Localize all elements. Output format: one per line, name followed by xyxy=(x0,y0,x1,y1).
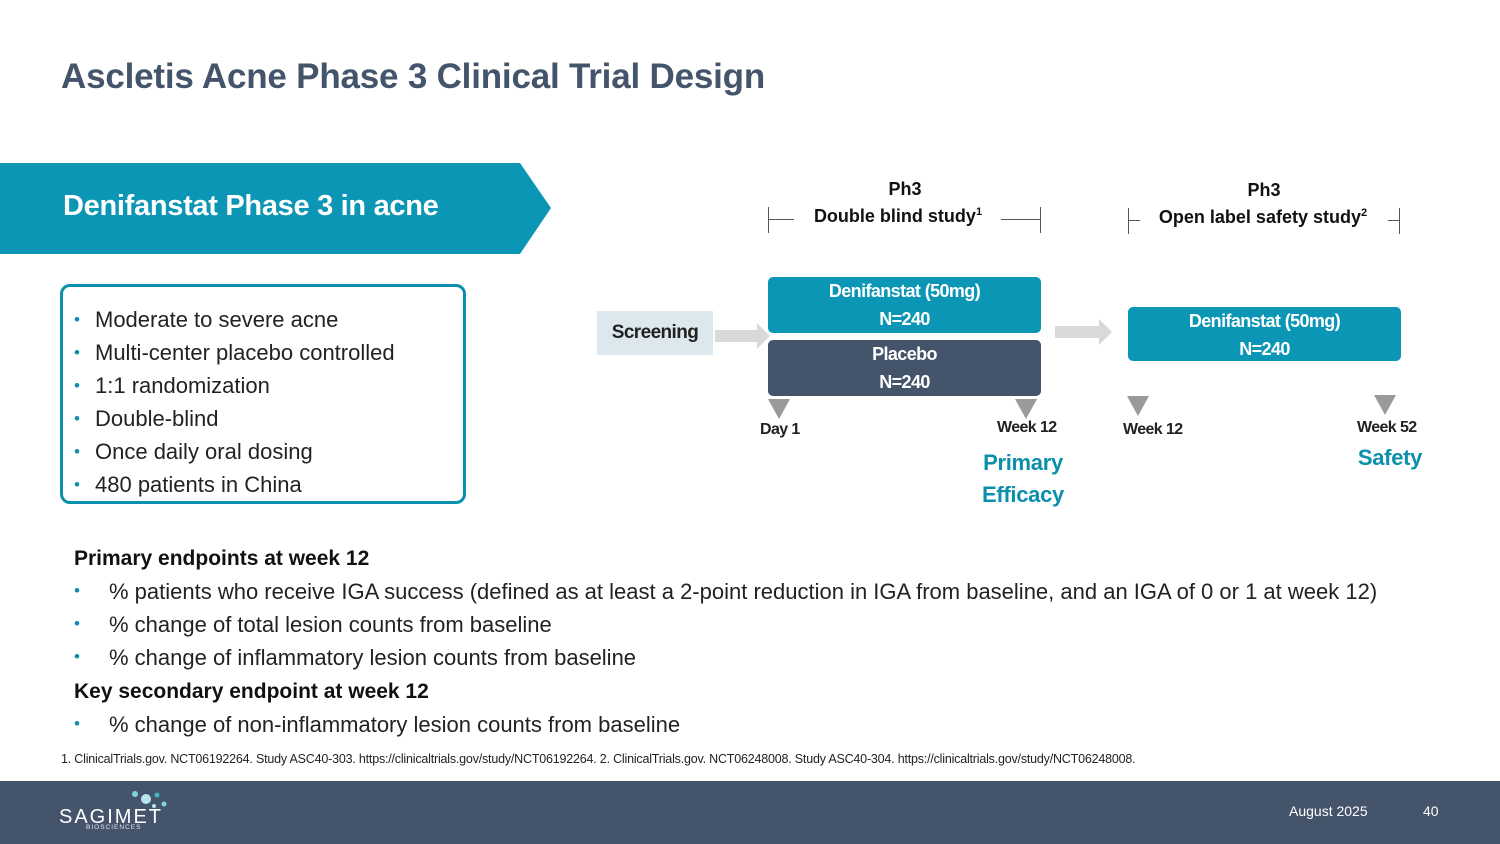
phase2-label-line2: Open label safety study2 xyxy=(1158,207,1368,227)
bullet-icon: • xyxy=(74,614,80,633)
phase2-bracket-right-line xyxy=(1388,220,1400,221)
criteria-item: •480 patients in China xyxy=(74,468,395,501)
footer-date: August 2025 xyxy=(1289,803,1368,819)
bullet-icon: • xyxy=(74,310,80,329)
phase1-bracket-right-line xyxy=(1001,219,1041,220)
banner-arrow-shape xyxy=(0,163,551,254)
timepoint-marker-icon xyxy=(768,399,790,419)
arrow-right-icon xyxy=(1055,319,1112,345)
phase2-bracket-right xyxy=(1399,208,1400,234)
timepoint-week12: Week 12 xyxy=(997,419,1057,436)
timepoint-week52: Week 52 xyxy=(1357,419,1417,436)
footnote: 1. ClinicalTrials.gov. NCT06192264. Stud… xyxy=(61,752,1136,766)
secondary-endpoint-heading: Key secondary endpoint at week 12 xyxy=(74,680,429,703)
outcome-safety: Safety xyxy=(1357,445,1423,470)
page-number: 40 xyxy=(1423,803,1439,819)
phase1-bracket-right xyxy=(1040,207,1041,233)
bullet-icon: • xyxy=(74,409,80,428)
bullet-icon: • xyxy=(74,442,80,461)
criteria-item: •Moderate to severe acne xyxy=(74,303,395,336)
arrow-right-icon xyxy=(715,323,770,349)
primary-endpoint-item: •% change of total lesion counts from ba… xyxy=(74,612,552,637)
primary-endpoint-item: •% patients who receive IGA success (def… xyxy=(74,579,1378,604)
outcome-primary-efficacy: Primary Efficacy xyxy=(982,450,1064,507)
timepoint-day1: Day 1 xyxy=(760,421,800,438)
criteria-box xyxy=(60,284,466,504)
arm-denifanstat-box: Denifanstat (50mg) N=240 xyxy=(768,277,1041,333)
timepoint-marker-icon xyxy=(1374,395,1396,415)
footer-bar xyxy=(0,781,1500,844)
phase1-label-line1: Ph3 xyxy=(888,179,922,199)
bullet-icon: • xyxy=(74,376,80,395)
phase1-bracket-left xyxy=(768,207,769,233)
phase1-label-line2: Double blind study1 xyxy=(813,206,983,226)
primary-endpoint-item: •% change of inflammatory lesion counts … xyxy=(74,645,637,670)
page-title: Ascletis Acne Phase 3 Clinical Trial Des… xyxy=(61,57,766,96)
company-logo: SAGIMET xyxy=(59,806,164,828)
banner-title: Denifanstat Phase 3 in acne xyxy=(63,190,439,222)
arm-placebo-box: Placebo N=240 xyxy=(768,340,1041,396)
timepoint-week12-ol: Week 12 xyxy=(1123,421,1183,438)
secondary-endpoint-item: •% change of non-inflammatory lesion cou… xyxy=(74,712,681,737)
section-banner xyxy=(0,163,552,254)
bullet-icon: • xyxy=(74,343,80,362)
phase2-label-line1: Ph3 xyxy=(1247,180,1281,200)
criteria-item: •Double-blind xyxy=(74,402,395,435)
bullet-icon: • xyxy=(74,647,80,666)
criteria-item: •Once daily oral dosing xyxy=(74,435,395,468)
screening-box: Screening xyxy=(597,311,713,355)
timepoint-marker-icon xyxy=(1127,396,1149,416)
primary-endpoints-heading: Primary endpoints at week 12 xyxy=(74,547,370,570)
phase1-bracket-left-line xyxy=(768,219,794,220)
criteria-item: •Multi-center placebo controlled xyxy=(74,336,395,369)
criteria-item: •1:1 randomization xyxy=(74,369,395,402)
bullet-icon: • xyxy=(74,714,80,733)
criteria-list: •Moderate to severe acne •Multi-center p… xyxy=(74,303,395,501)
company-logo-subtitle: BIOSCIENCES xyxy=(86,824,142,831)
logo-dots-icon xyxy=(132,791,167,808)
bullet-icon: • xyxy=(74,581,80,600)
bullet-icon: • xyxy=(74,475,80,494)
arm-open-label-box: Denifanstat (50mg) N=240 xyxy=(1128,307,1401,361)
phase2-bracket-left xyxy=(1128,208,1129,234)
timepoint-marker-icon xyxy=(1015,399,1037,419)
phase2-bracket-left-line xyxy=(1128,220,1140,221)
